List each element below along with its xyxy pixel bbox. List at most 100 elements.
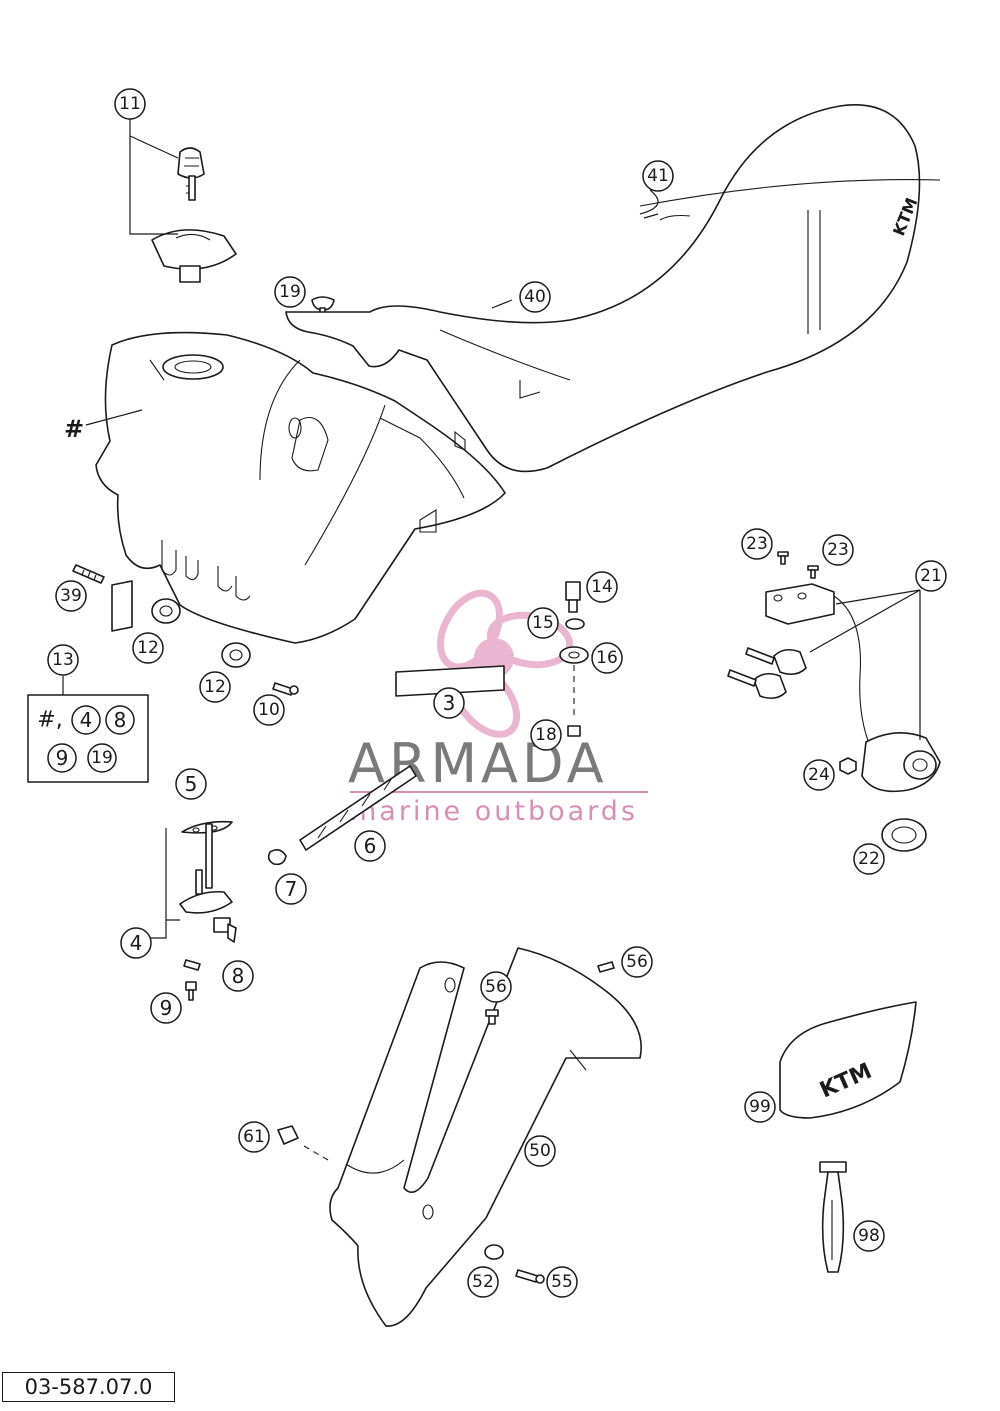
kit-item-circle-4: [71, 705, 101, 735]
callout-circle-14: [586, 571, 618, 603]
callout-22: 22: [858, 849, 880, 869]
callout-circle-50: [524, 1135, 556, 1167]
fuel-cap: [151, 229, 237, 283]
callout-circle-24: [803, 759, 835, 791]
washer-15: [565, 618, 585, 630]
spacer-12b: [221, 642, 251, 668]
callout-circle-15: [527, 607, 559, 639]
callout-circle-40: [519, 281, 551, 313]
decal-99: [779, 1001, 917, 1119]
screw-56b: [597, 961, 615, 973]
nut-18: [567, 725, 581, 737]
screw-23a: [777, 551, 789, 565]
callout-55: 55: [551, 1272, 573, 1292]
callout-circle-9: [150, 992, 182, 1024]
screw-23b: [807, 565, 819, 579]
screw-8: [183, 959, 201, 971]
callout-61: 61: [243, 1127, 265, 1147]
screw-10: [272, 682, 299, 696]
nut-24: [839, 757, 857, 775]
callout-circle-23b: [822, 534, 854, 566]
callout-3: 3: [443, 691, 456, 715]
callout-12a: 12: [137, 638, 159, 658]
callout-circle-10: [253, 694, 285, 726]
hose-clamp-7: [267, 848, 287, 866]
kit-item-circle-9: [47, 743, 77, 773]
kit-item-9: 9: [56, 746, 69, 770]
callout-99: 99: [749, 1097, 771, 1117]
kit-item-circle-8: [105, 705, 135, 735]
callout-50: 50: [529, 1141, 551, 1161]
callout-16: 16: [596, 648, 618, 668]
callout-52: 52: [472, 1272, 494, 1292]
screw-55: [515, 1269, 545, 1284]
callout-21: 21: [920, 566, 942, 586]
callout-circle-56b: [621, 946, 653, 978]
fuel-tap-4: [179, 823, 237, 943]
callout-circle-19: [274, 276, 306, 308]
seat: [285, 104, 941, 473]
callout-circle-8: [222, 960, 254, 992]
screw-56a: [485, 1009, 499, 1025]
callout-circle-6: [354, 830, 386, 862]
callout-39: 39: [60, 586, 82, 606]
callout-12b: 12: [204, 677, 226, 697]
callout-circle-98: [853, 1220, 885, 1252]
kit-item-19: 19: [91, 748, 113, 768]
callout-circle-21: [915, 560, 947, 592]
callout-circle-61: [238, 1121, 270, 1153]
callout-6: 6: [364, 834, 377, 858]
lock-housing: [765, 583, 835, 625]
screw-9: [185, 981, 197, 1001]
kit-marker: #,: [37, 708, 62, 733]
callout-circle-11: [114, 88, 146, 120]
callout-24: 24: [808, 765, 830, 785]
screw-39: [72, 564, 105, 584]
callout-98: 98: [858, 1226, 880, 1246]
callout-circle-56a: [480, 971, 512, 1003]
ignition-lock: [861, 732, 941, 793]
fuel-tank: [95, 331, 506, 644]
callout-23a: 23: [746, 534, 768, 554]
callout-circle-22: [853, 843, 885, 875]
callout-circle-5: [175, 768, 207, 800]
clip-61: [277, 1125, 299, 1145]
callout-11: 11: [119, 94, 141, 114]
callout-circle-99: [744, 1091, 776, 1123]
callout-41: 41: [647, 166, 669, 186]
callout-circle-41: [642, 160, 674, 192]
callout-circle-3: [433, 687, 465, 719]
callout-13: 13: [52, 650, 74, 670]
callout-circle-4: [120, 927, 152, 959]
callout-7: 7: [285, 877, 298, 901]
callout-circle-23a: [741, 528, 773, 560]
callout-56a: 56: [485, 977, 507, 997]
callout-circle-39: [55, 580, 87, 612]
callout-8: 8: [232, 964, 245, 988]
callout-circle-13: [47, 644, 79, 676]
ignition-key-b: [727, 669, 787, 700]
part-marker-tank: #: [64, 415, 84, 443]
watermark-tagline: marine outboards: [350, 796, 638, 827]
fuel-cap-key: [177, 147, 205, 201]
callout-circle-18: [530, 719, 562, 751]
callout-circle-12b: [199, 671, 231, 703]
ignition-key-a: [745, 647, 807, 676]
kit-item-circle-19: [87, 743, 117, 773]
callout-19: 19: [279, 282, 301, 302]
pad-3: [395, 665, 505, 697]
side-cover: [329, 947, 642, 1327]
callout-circle-55: [546, 1266, 578, 1298]
washer-52: [484, 1244, 504, 1260]
fuel-hose-6: [299, 765, 417, 851]
callout-18: 18: [535, 725, 557, 745]
callout-10: 10: [258, 700, 280, 720]
diagram-reference-number: 03-587.07.0: [2, 1372, 175, 1402]
callout-9: 9: [160, 996, 173, 1020]
callout-circle-16: [591, 642, 623, 674]
callout-14: 14: [591, 577, 613, 597]
callout-15: 15: [532, 613, 554, 633]
grommet-22: [881, 818, 927, 852]
bolt-14: [565, 581, 581, 613]
